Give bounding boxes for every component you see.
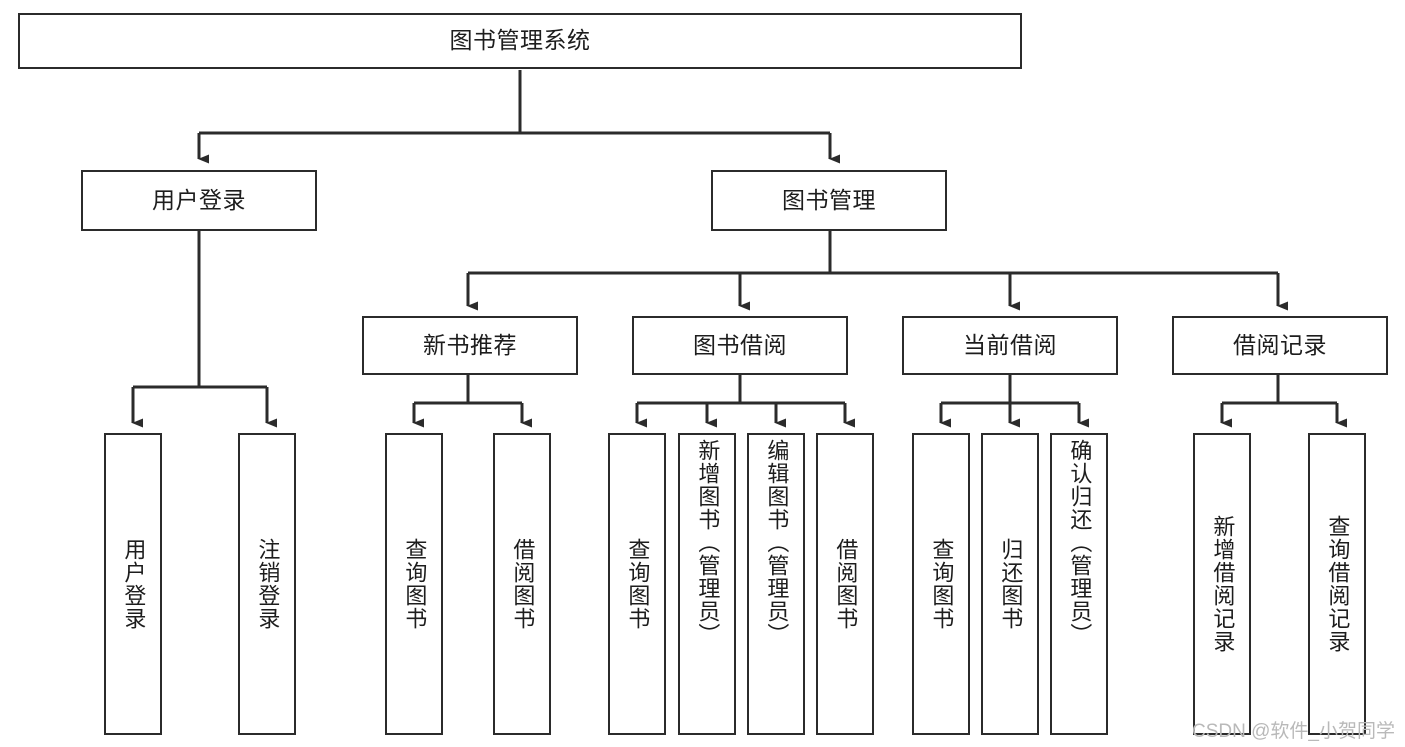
node-leaf-query-book-1[interactable]: 查询图书	[385, 433, 443, 735]
node-root-system[interactable]: 图书管理系统	[18, 13, 1022, 69]
node-leaf-return-book[interactable]: 归还图书	[981, 433, 1039, 735]
node-leaf-logout-label: 注销登录	[255, 538, 281, 630]
node-root-system-label: 图书管理系统	[449, 27, 591, 54]
node-leaf-query-book-1-label: 查询图书	[402, 538, 428, 630]
node-new-book-recommend[interactable]: 新书推荐	[362, 316, 578, 375]
node-book-management-label: 图书管理	[782, 186, 876, 213]
node-leaf-query-book-2[interactable]: 查询图书	[608, 433, 666, 735]
node-leaf-query-record[interactable]: 查询借阅记录	[1308, 433, 1366, 735]
node-current-borrow-label: 当前借阅	[963, 331, 1057, 358]
node-leaf-user-login[interactable]: 用户登录	[104, 433, 162, 735]
node-leaf-edit-book-label: 编辑图书（管理员）	[764, 439, 790, 646]
node-leaf-add-record-label: 新增借阅记录	[1210, 515, 1236, 653]
node-leaf-confirm-return-label: 确认归还（管理员）	[1067, 439, 1093, 646]
node-leaf-add-book[interactable]: 新增图书（管理员）	[678, 433, 736, 735]
node-leaf-return-book-label: 归还图书	[998, 538, 1024, 630]
node-leaf-confirm-return[interactable]: 确认归还（管理员）	[1050, 433, 1108, 735]
node-user-login[interactable]: 用户登录	[81, 170, 317, 231]
node-leaf-borrow-book-1[interactable]: 借阅图书	[493, 433, 551, 735]
node-leaf-query-book-3-label: 查询图书	[929, 538, 955, 630]
node-book-borrow[interactable]: 图书借阅	[632, 316, 848, 375]
node-leaf-query-book-2-label: 查询图书	[625, 538, 651, 630]
node-leaf-add-book-label: 新增图书（管理员）	[695, 439, 721, 646]
node-borrow-record-label: 借阅记录	[1233, 331, 1327, 358]
csdn-watermark: CSDN @软件_小贺同学	[1192, 721, 1395, 742]
node-leaf-query-book-3[interactable]: 查询图书	[912, 433, 970, 735]
node-leaf-logout[interactable]: 注销登录	[238, 433, 296, 735]
node-borrow-record[interactable]: 借阅记录	[1172, 316, 1388, 375]
node-leaf-borrow-book-2-label: 借阅图书	[833, 538, 859, 630]
node-leaf-edit-book[interactable]: 编辑图书（管理员）	[747, 433, 805, 735]
node-book-borrow-label: 图书借阅	[693, 331, 787, 358]
node-current-borrow[interactable]: 当前借阅	[902, 316, 1118, 375]
node-leaf-add-record[interactable]: 新增借阅记录	[1193, 433, 1251, 735]
node-book-management[interactable]: 图书管理	[711, 170, 947, 231]
node-leaf-borrow-book-2[interactable]: 借阅图书	[816, 433, 874, 735]
node-user-login-label: 用户登录	[152, 186, 246, 213]
node-leaf-borrow-book-1-label: 借阅图书	[510, 538, 536, 630]
node-leaf-query-record-label: 查询借阅记录	[1325, 515, 1351, 653]
node-new-book-recommend-label: 新书推荐	[423, 331, 517, 358]
node-leaf-user-login-label: 用户登录	[121, 538, 147, 630]
